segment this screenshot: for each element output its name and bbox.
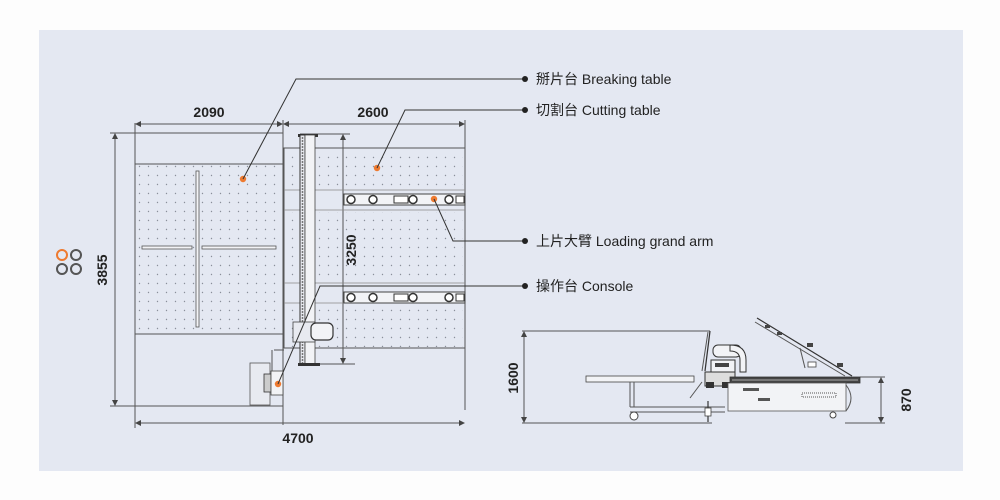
dim-2090-label: 2090 [193,104,224,120]
callout-breaking-table: 掰片台 Breaking table [536,71,672,87]
pager [56,249,82,275]
break-bar-vertical [195,170,200,328]
pager-dot-1[interactable] [56,249,68,261]
pager-dot-3[interactable] [56,263,68,275]
pager-dot-2[interactable] [70,249,82,261]
dim-table-height: 870 [845,376,914,424]
console-unit [249,349,284,406]
dim-4700-label: 4700 [282,430,313,446]
dim-2600-label: 2600 [357,104,388,120]
breaking-table-outline [134,132,284,407]
loading-arm-upper [343,193,466,206]
plan-view: 2090 2600 3855 4700 3250 [94,104,466,446]
side-view: 1600 870 [505,317,914,424]
leader-lines [242,76,528,385]
break-bar-right [201,245,277,250]
callout-cutting-table: 切割台 Cutting table [536,102,661,118]
callout-loading-arm: 上片大臂 Loading grand arm [536,233,713,249]
callout-console: 操作台 Console [536,278,633,294]
loading-arm-lower [343,291,466,304]
break-bar-left [141,245,193,250]
dim-3855-label: 3855 [94,254,110,285]
dim-side-height: 1600 [505,330,712,424]
pager-dot-4[interactable] [70,263,82,275]
dim-1600-label: 1600 [505,362,521,393]
side-loading-arm [754,317,853,377]
dim-870-label: 870 [898,388,914,412]
callout-labels: 掰片台 Breaking table 切割台 Cutting table 上片大… [536,71,713,294]
